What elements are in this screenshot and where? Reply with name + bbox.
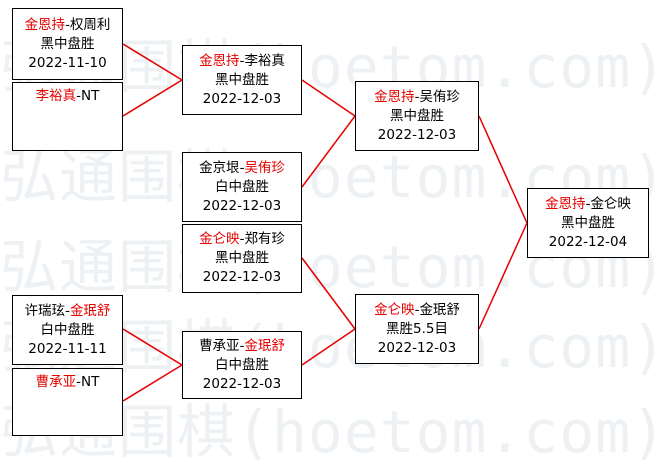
match-date: 2022-12-03 (202, 269, 282, 285)
player-separator: - (239, 159, 245, 176)
connector-line (301, 115, 356, 188)
player-separator: - (239, 337, 245, 354)
player-separator: - (414, 301, 420, 318)
match-box[interactable]: 曹承亚-NT (12, 368, 123, 436)
match-players: 金京垠-吴侑珍 (199, 159, 285, 178)
match-players: 李裕真-NT (36, 87, 100, 106)
match-result: 白中盘胜 (40, 321, 95, 338)
match-players: 曹承亚-NT (36, 373, 100, 392)
player-separator: - (65, 16, 70, 33)
player-white: 金珉舒 (419, 301, 460, 318)
connector-line (122, 364, 183, 402)
player-white: NT (81, 374, 100, 390)
player-black: 金恩持 (199, 52, 240, 69)
match-players: 金仑映-郑有珍 (199, 230, 285, 249)
match-date: 2022-11-11 (28, 340, 107, 357)
player-white: NT (81, 88, 100, 104)
match-date: 2022-12-03 (202, 375, 282, 392)
player-white: 金珉舒 (69, 302, 111, 319)
match-date: 2022-11-10 (28, 54, 107, 71)
player-black: 金仑映 (374, 301, 415, 318)
player-separator: - (76, 88, 81, 104)
match-result: 黑中盘胜 (40, 35, 95, 52)
match-players: 金恩持-李裕真 (199, 52, 285, 71)
match-result: 黑中盘胜 (390, 107, 444, 124)
player-black: 李裕真 (35, 88, 77, 104)
bracket-canvas: 弘通围棋(hoetom.com) 弘通围棋(hoetom.com) 弘通围棋(h… (0, 8, 660, 466)
player-black: 曹承亚 (35, 374, 77, 390)
player-white: 李裕真 (244, 52, 285, 69)
match-date: 2022-12-03 (202, 90, 282, 107)
match-players: 金恩持-吴侑珍 (374, 88, 460, 107)
player-white: 吴侑珍 (419, 88, 460, 105)
connector-line (122, 79, 183, 117)
connector-line (301, 257, 356, 330)
match-players: 许瑞玹-金珉舒 (25, 302, 111, 321)
match-result: 白中盘胜 (215, 356, 269, 373)
connector-line (122, 328, 183, 366)
player-separator: - (239, 231, 245, 247)
match-players: 曹承亚-金珉舒 (199, 337, 285, 356)
match-box[interactable]: 李裕真-NT (12, 82, 123, 151)
player-black: 金京垠 (199, 159, 240, 176)
match-result: 黑中盘胜 (215, 71, 269, 88)
bracket-connectors (122, 43, 528, 402)
player-black: 曹承亚 (199, 337, 240, 354)
player-separator: - (76, 374, 81, 390)
player-separator: - (239, 52, 245, 69)
player-separator: - (65, 302, 70, 319)
player-black: 金恩持 (24, 16, 66, 33)
match-result: 黑中盘胜 (561, 214, 615, 231)
connector-line (478, 222, 528, 330)
match-result: 白中盘胜 (215, 178, 269, 195)
match-date: 2022-12-03 (377, 339, 457, 356)
player-white: 权周利 (69, 16, 111, 33)
player-black: 金仑映 (199, 231, 240, 247)
player-black: 金恩持 (374, 88, 415, 105)
player-white: 金仑映 (590, 195, 631, 212)
player-white: 金珉舒 (244, 337, 285, 354)
connector-line (478, 115, 528, 224)
player-separator: - (414, 88, 420, 105)
connector-line (301, 328, 356, 366)
match-date: 2022-12-04 (548, 233, 628, 250)
connector-line (301, 79, 356, 117)
match-players: 金恩持-金仑映 (545, 195, 631, 214)
player-black: 金恩持 (545, 195, 586, 212)
match-players: 金仑映-金珉舒 (374, 301, 460, 320)
connector-line (122, 43, 183, 81)
player-black: 许瑞玹 (24, 302, 66, 319)
match-date: 2022-12-03 (377, 126, 457, 143)
match-result: 黑中盘胜 (215, 250, 269, 266)
match-players: 金恩持-权周利 (25, 16, 111, 35)
player-separator: - (585, 195, 591, 212)
match-result: 黑胜5.5目 (386, 320, 448, 337)
player-white: 吴侑珍 (244, 159, 285, 176)
match-date: 2022-12-03 (202, 197, 282, 214)
player-white: 郑有珍 (244, 231, 285, 247)
